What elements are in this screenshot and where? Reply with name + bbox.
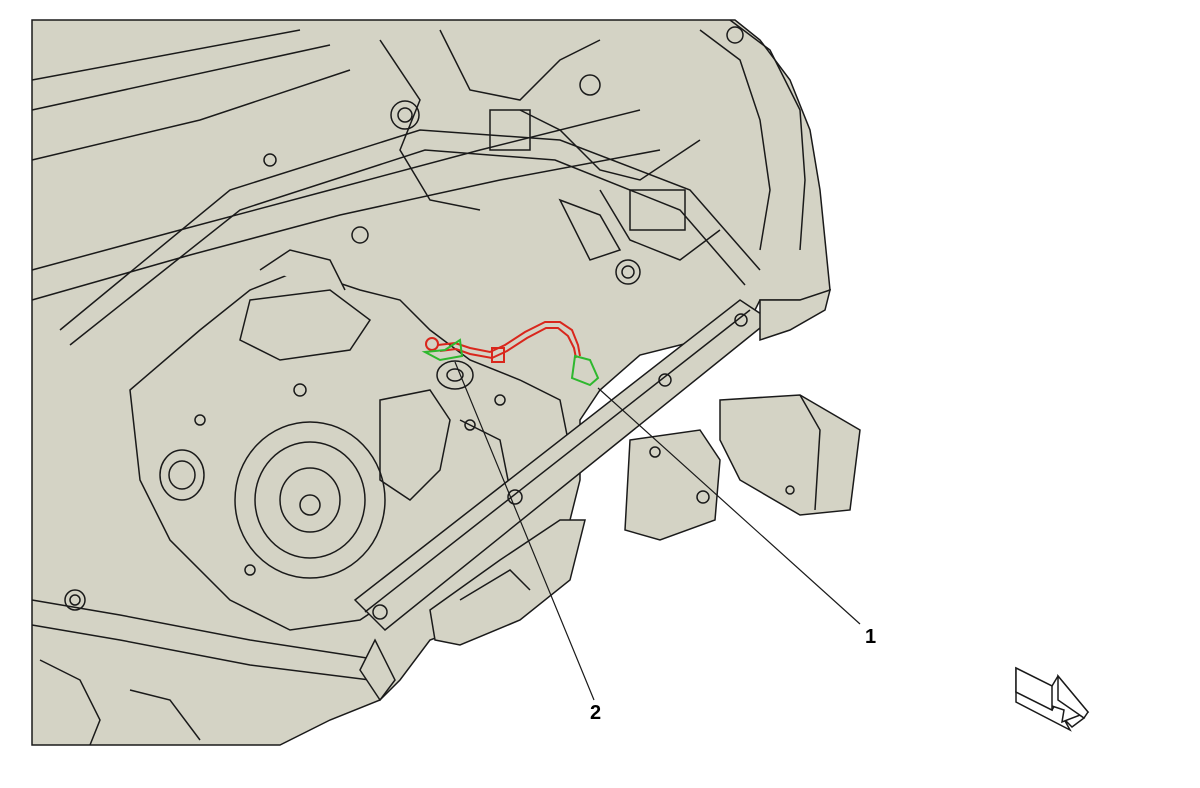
highlighted-brackets [421,338,600,387]
callout-label-1: 1 [865,626,876,648]
highlighted-hose [425,321,581,363]
oil-pan [430,520,585,645]
subframe-crossmember [355,300,770,700]
mount-bracket [625,290,860,540]
callout-label-2: 2 [590,702,601,724]
lower-rail [32,590,380,745]
leader-line-2 [454,361,595,701]
leader-lines [454,361,861,701]
leader-line-1 [597,387,861,625]
direction-arrow-icon [1015,666,1090,732]
body-structure [32,20,805,345]
